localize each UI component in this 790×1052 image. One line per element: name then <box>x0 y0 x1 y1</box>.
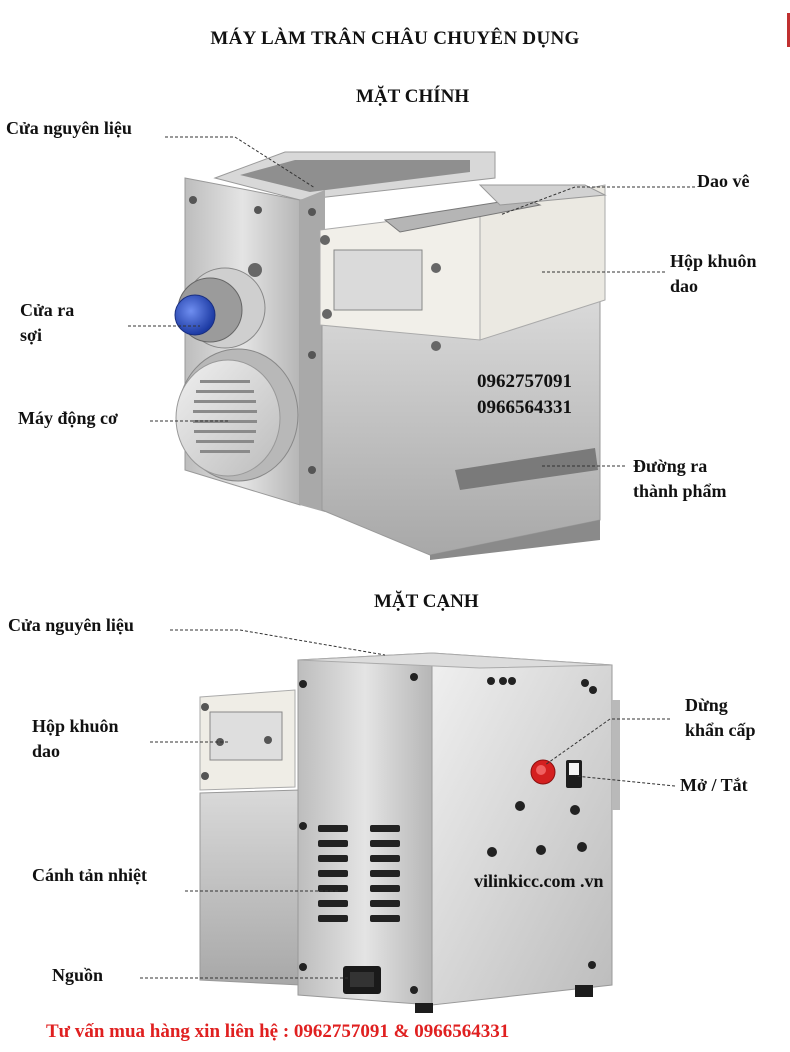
label-output-line1: Đường ra <box>633 456 708 476</box>
front-machine <box>174 151 607 560</box>
label-fiber-exit-line1: Cửa ra <box>20 300 75 320</box>
label-side-feed-door: Cửa nguyên liệu <box>8 615 134 635</box>
label-power-socket: Nguồn <box>52 965 104 985</box>
label-fiber-exit-line2: sợi <box>20 325 42 345</box>
front-view-heading: MẶT CHÍNH <box>356 86 470 107</box>
side-machine <box>199 652 620 1013</box>
label-feed-door: Cửa nguyên liệu <box>6 118 132 138</box>
label-emergency-stop-line1: Dừng <box>685 695 728 715</box>
label-side-mold-box-line2: dao <box>32 741 61 761</box>
label-output-line2: thành phẩm <box>633 481 727 501</box>
contact-footer: Tư vấn mua hàng xin liên hệ : 0962757091… <box>46 1021 510 1042</box>
corner-accent-bar <box>787 13 790 47</box>
phone-number-1: 0962757091 <box>477 371 572 392</box>
label-power-switch: Mở / Tắt <box>680 775 748 795</box>
label-emergency-stop-line2: khẩn cấp <box>685 720 756 740</box>
website-watermark: vilinkicc.com .vn <box>474 871 604 891</box>
label-mold-box-line2: dao <box>670 276 699 296</box>
side-view-heading: MẶT CẠNH <box>374 591 479 612</box>
phone-number-2: 0966564331 <box>477 397 572 418</box>
label-side-mold-box-line1: Hộp khuôn <box>32 716 119 736</box>
label-cutter: Dao vê <box>697 171 750 191</box>
page-title: MÁY LÀM TRÂN CHÂU CHUYÊN DỤNG <box>210 28 580 49</box>
label-motor: Máy động cơ <box>18 408 118 428</box>
label-mold-box-line1: Hộp khuôn <box>670 251 757 271</box>
label-cooling-fins: Cánh tản nhiệt <box>32 865 148 885</box>
